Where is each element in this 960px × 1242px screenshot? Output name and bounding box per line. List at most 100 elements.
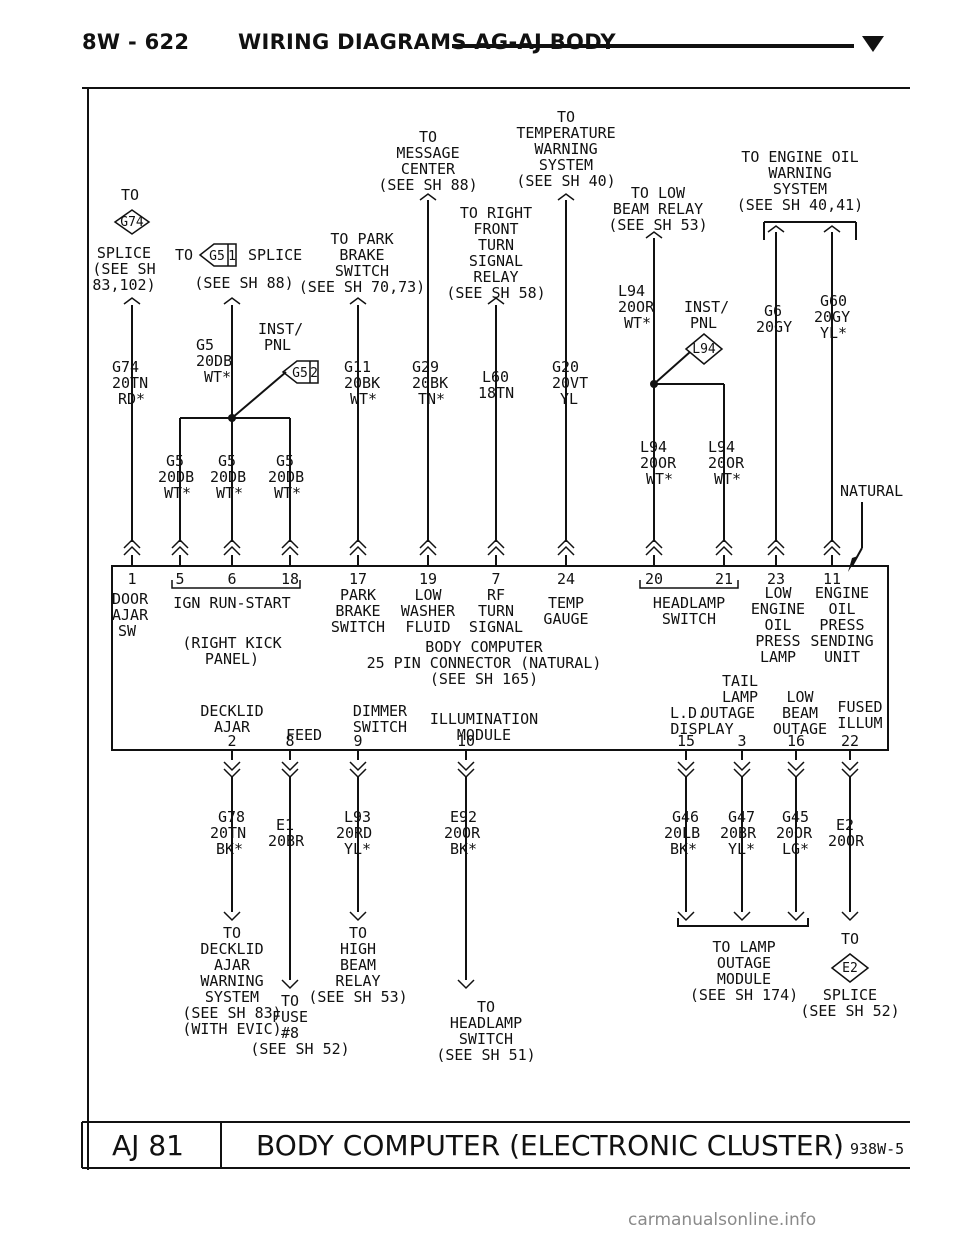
svg-text:TEMP: TEMP (548, 594, 584, 612)
svg-text:(SEE SH: (SEE SH (92, 260, 155, 278)
svg-text:ENGINE: ENGINE (751, 600, 805, 618)
svg-text:YL*: YL* (344, 840, 371, 858)
svg-text:L60: L60 (482, 368, 509, 386)
svg-text:G5: G5 (292, 366, 308, 381)
svg-text:G5: G5 (218, 452, 236, 470)
svg-text:(SEE SH 53): (SEE SH 53) (608, 216, 707, 234)
svg-text:WT*: WT* (624, 314, 651, 332)
svg-text:WT*: WT* (714, 470, 741, 488)
svg-text:SIGNAL: SIGNAL (469, 252, 523, 270)
svg-text:L93: L93 (344, 808, 371, 826)
page-header: 8W - 622 WIRING DIAGRAMS AG-AJ BODY (0, 0, 960, 90)
note-temperature-warning: TO TEMPERATURE WARNING SYSTEM (SEE SH 40… (516, 108, 615, 190)
svg-text:SWITCH: SWITCH (459, 1030, 513, 1048)
svg-text:ENGINE: ENGINE (815, 584, 869, 602)
svg-text:SWITCH: SWITCH (331, 618, 385, 636)
wire-e1: E1 20BR (268, 777, 305, 990)
svg-text:OIL: OIL (764, 616, 791, 634)
svg-text:BRAKE: BRAKE (339, 246, 384, 264)
svg-text:G11: G11 (344, 358, 371, 376)
svg-text:TO ENGINE OIL: TO ENGINE OIL (741, 148, 858, 166)
svg-text:20OR: 20OR (618, 298, 655, 316)
svg-text:3: 3 (737, 732, 746, 750)
svg-text:YL*: YL* (820, 324, 847, 342)
diagram-title: BODY COMPUTER (ELECTRONIC CLUSTER) (256, 1129, 844, 1162)
svg-text:MESSAGE: MESSAGE (396, 144, 459, 162)
wire-g29: G29 20BK TN* (412, 200, 448, 542)
svg-text:G46: G46 (672, 808, 699, 826)
svg-text:9: 9 (353, 732, 362, 750)
svg-text:WT*: WT* (216, 484, 243, 502)
svg-text:(SEE SH 83): (SEE SH 83) (182, 1004, 281, 1022)
svg-text:RD*: RD* (118, 390, 145, 408)
svg-text:ILLUM: ILLUM (837, 714, 882, 732)
wire-inst-pnl-left-label: INST/ PNL (258, 320, 303, 354)
svg-text:BK*: BK* (450, 840, 477, 858)
svg-text:TAIL: TAIL (722, 672, 758, 690)
wire-g74: G74 20TN RD* (112, 305, 148, 542)
svg-text:TO: TO (349, 924, 367, 942)
svg-text:(SEE SH 51): (SEE SH 51) (436, 1046, 535, 1064)
page-title: WIRING DIAGRAMS AG-AJ BODY (238, 30, 616, 54)
svg-text:20VT: 20VT (552, 374, 588, 392)
note-high-beam-relay: TO HIGH BEAM RELAY (SEE SH 53) (308, 924, 407, 1006)
bottom-terminal-arrows (223, 750, 859, 779)
svg-text:SENDING: SENDING (810, 632, 873, 650)
diagram-code: 938W-5 (850, 1140, 904, 1158)
svg-text:20OR: 20OR (828, 832, 865, 850)
svg-text:G78: G78 (218, 808, 245, 826)
svg-text:(SEE SH 58): (SEE SH 58) (446, 284, 545, 302)
svg-text:TO: TO (223, 924, 241, 942)
svg-text:TO: TO (557, 108, 575, 126)
diagram-frame (81, 87, 910, 1170)
svg-text:TEMPERATURE: TEMPERATURE (516, 124, 615, 142)
svg-text:(SEE SH 52): (SEE SH 52) (250, 1040, 349, 1058)
svg-text:E1: E1 (276, 816, 294, 834)
svg-text:2: 2 (310, 366, 318, 381)
svg-text:G45: G45 (782, 808, 809, 826)
svg-text:E2: E2 (842, 961, 858, 976)
svg-text:RF: RF (487, 586, 505, 604)
svg-text:G47: G47 (728, 808, 755, 826)
svg-text:1: 1 (127, 570, 136, 588)
svg-text:20OR: 20OR (776, 824, 813, 842)
svg-text:1: 1 (228, 249, 236, 264)
svg-text:OUTAGE: OUTAGE (773, 720, 827, 738)
svg-text:TO: TO (841, 930, 859, 948)
svg-text:11: 11 (823, 570, 841, 588)
note-decklid-warning: TO DECKLID AJAR WARNING SYSTEM (SEE SH 8… (182, 924, 281, 1038)
svg-text:5: 5 (175, 570, 184, 588)
svg-text:L94: L94 (708, 438, 735, 456)
svg-text:IGN RUN-START: IGN RUN-START (173, 594, 290, 612)
svg-text:20DB: 20DB (158, 468, 194, 486)
svg-text:(RIGHT KICK: (RIGHT KICK (182, 634, 281, 652)
svg-text:ILLUMINATION: ILLUMINATION (430, 710, 538, 728)
svg-text:BK*: BK* (216, 840, 243, 858)
svg-text:G5: G5 (196, 336, 214, 354)
svg-text:20GY: 20GY (756, 318, 792, 336)
svg-text:L94: L94 (640, 438, 667, 456)
svg-text:SWITCH: SWITCH (353, 718, 407, 736)
svg-text:23: 23 (767, 570, 785, 588)
svg-text:PANEL): PANEL) (205, 650, 259, 668)
svg-text:20DB: 20DB (268, 468, 304, 486)
svg-text:TURN: TURN (478, 236, 514, 254)
svg-text:OUTAGE: OUTAGE (717, 954, 771, 972)
svg-text:HIGH: HIGH (340, 940, 376, 958)
svg-text:RELAY: RELAY (335, 972, 380, 990)
svg-text:SYSTEM: SYSTEM (773, 180, 827, 198)
svg-text:WARNING: WARNING (534, 140, 597, 158)
svg-text:20BK: 20BK (412, 374, 448, 392)
svg-text:LAMP: LAMP (760, 648, 796, 666)
svg-text:FEED: FEED (286, 726, 322, 744)
svg-text:TO LOW: TO LOW (631, 184, 686, 202)
svg-text:L94: L94 (692, 342, 716, 357)
svg-text:10: 10 (457, 732, 475, 750)
wire-g20: G20 20VT YL (552, 200, 588, 542)
svg-text:WT*: WT* (204, 368, 231, 386)
svg-text:20OR: 20OR (640, 454, 677, 472)
svg-text:21: 21 (715, 570, 733, 588)
svg-text:RELAY: RELAY (473, 268, 518, 286)
